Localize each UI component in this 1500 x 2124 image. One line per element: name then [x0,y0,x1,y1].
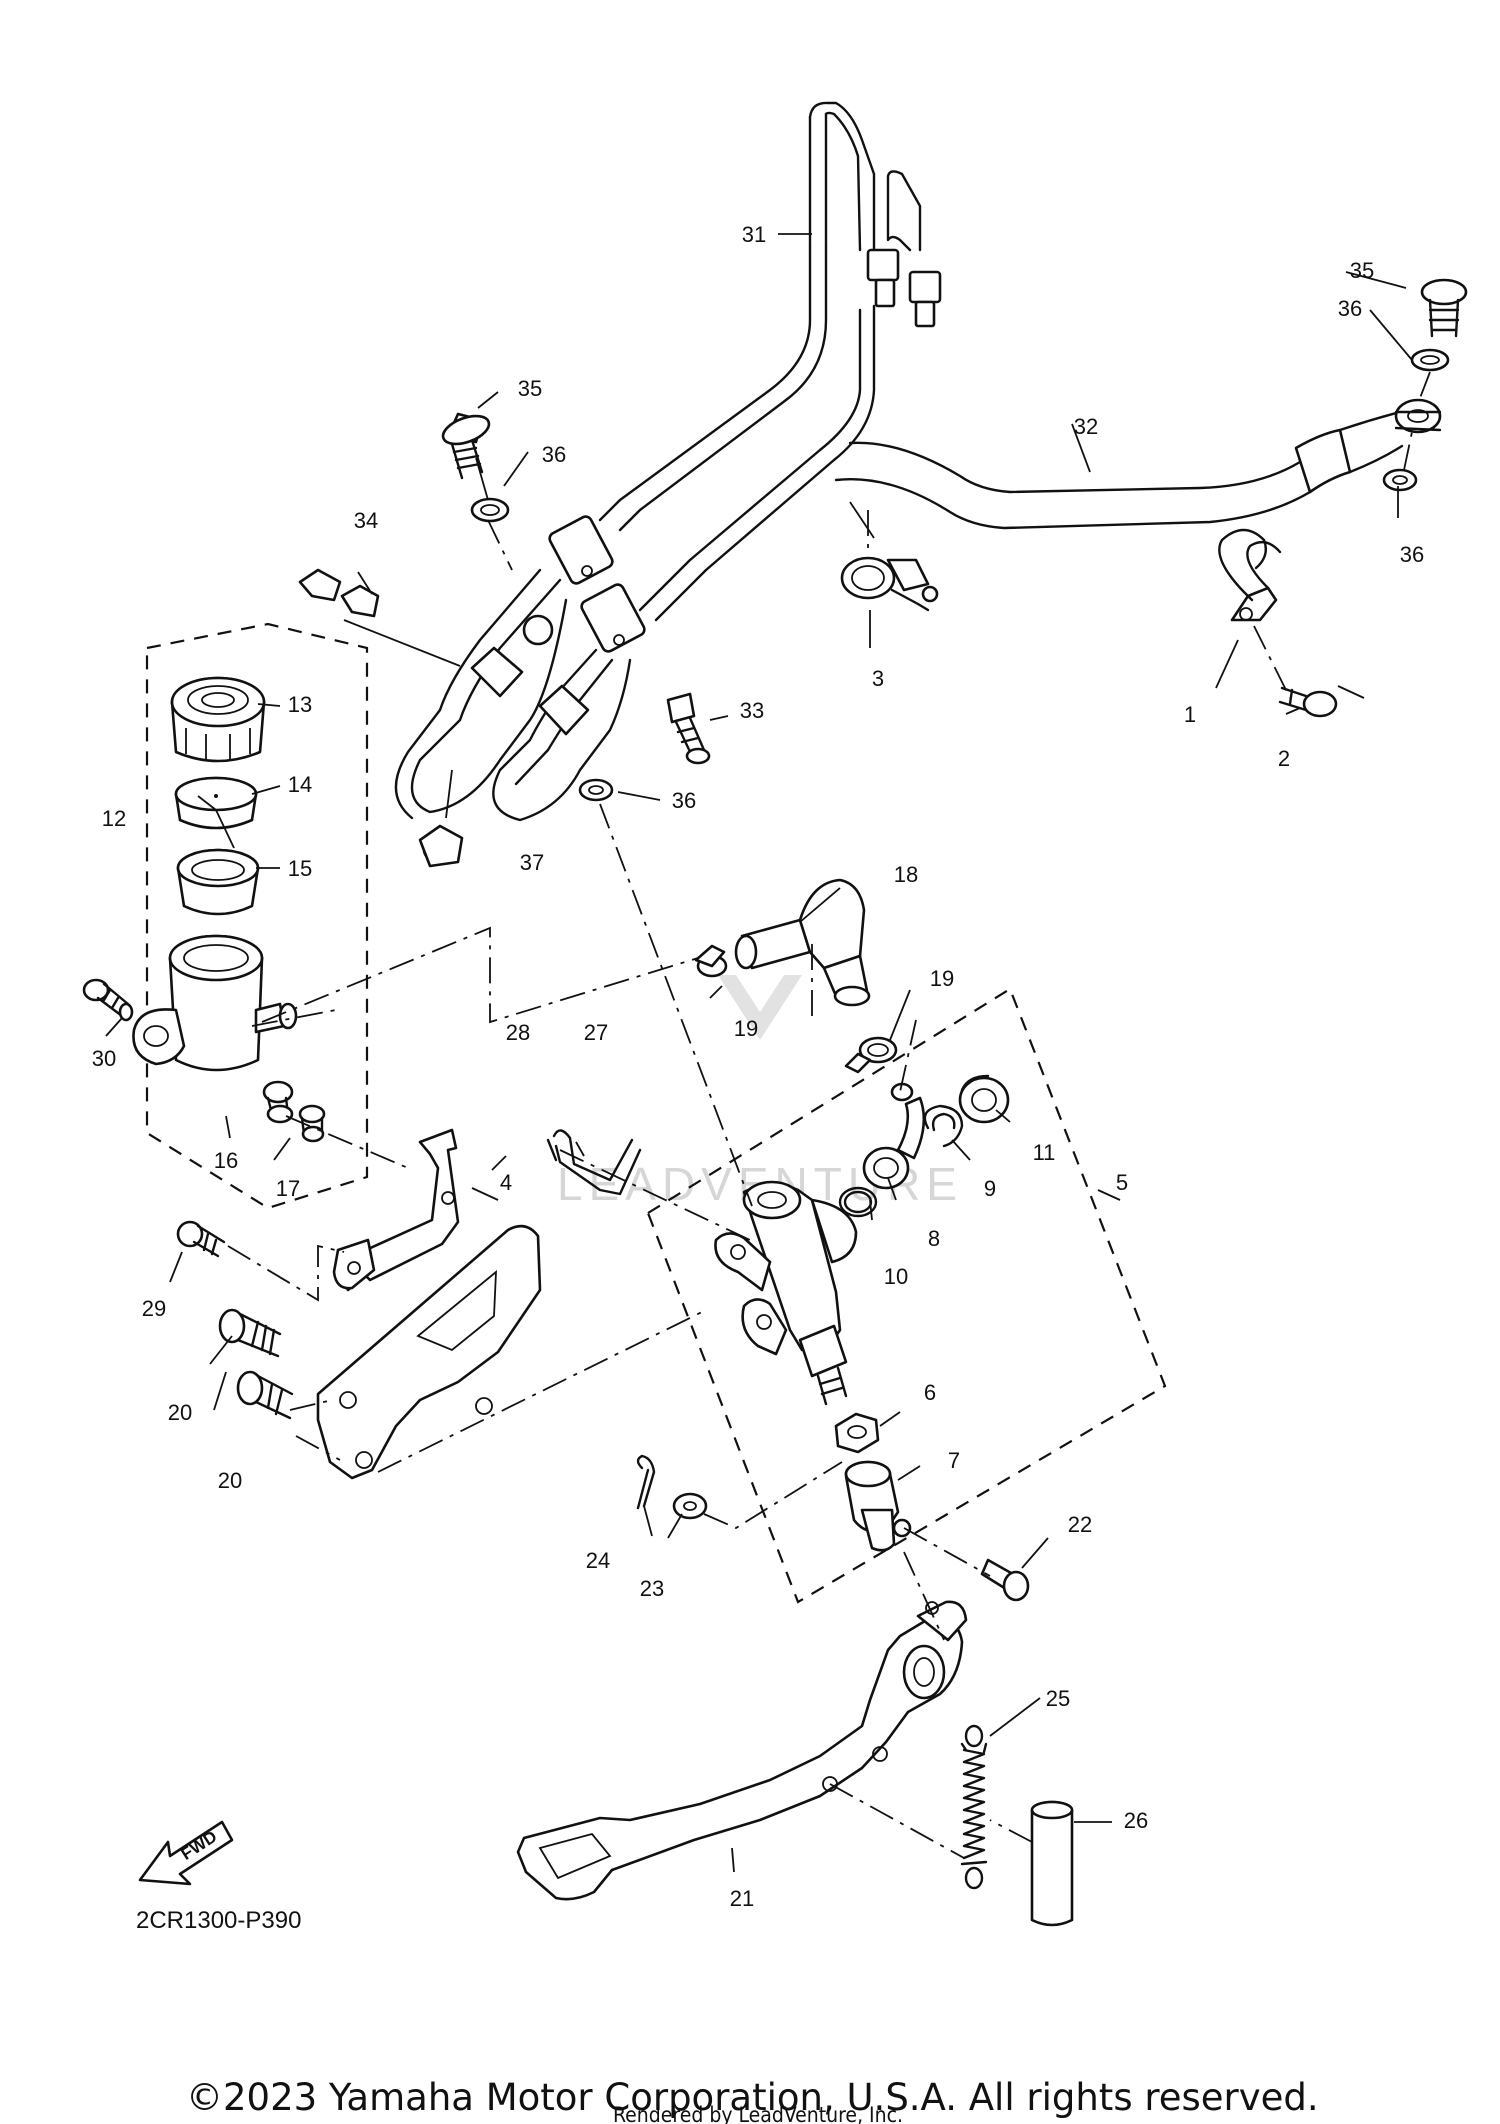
joint-17 [298,1104,326,1143]
clevis-pin-22 [980,1558,1030,1602]
callout-labels: 1 2 3 4 5 6 7 8 9 10 11 12 13 14 15 16 1… [92,222,1424,1911]
callout-20-upper: 20 [168,1400,192,1425]
brake-hose-left [394,246,876,822]
joint-clevis-7 [844,1460,912,1552]
bolt-2 [1278,686,1338,718]
return-spring-25 [960,1724,988,1890]
master-cylinder-group-box [145,622,369,1210]
callout-23: 23 [640,1576,664,1601]
callout-28: 28 [506,1020,530,1045]
hose-guide-27 [546,1129,642,1196]
callout-4: 4 [500,1170,512,1195]
callout-20-lower: 20 [218,1468,242,1493]
callout-5: 5 [1116,1170,1128,1195]
callout-2: 2 [1278,746,1290,771]
diagram-code: 2CR1300-P390 [136,1907,301,1934]
callout-32: 32 [1074,414,1098,439]
callout-21: 21 [730,1886,754,1911]
callout-30: 30 [92,1046,116,1071]
banjo-bolt-35-left [441,412,491,480]
nut-6 [834,1412,880,1454]
callout-6: 6 [924,1380,936,1405]
diaphragm-holder-14 [174,776,258,830]
master-cylinder-body-5 [714,1180,858,1406]
banjo-bolt-35-right [1420,278,1468,338]
hose-clamp-19-lower [844,1036,898,1074]
callout-37: 37 [520,850,544,875]
callout-27: 27 [584,1020,608,1045]
grommet-34 [298,568,380,618]
callout-10: 10 [884,1264,908,1289]
reservoir-cap-13 [170,676,266,763]
callout-17: 17 [276,1176,300,1201]
callout-26: 26 [1124,1808,1148,1833]
bracket-28 [332,1128,460,1292]
hose-joint-8 [862,1082,926,1190]
hose-clamp-19-upper [694,944,728,978]
grommet-16 [262,1080,294,1124]
reservoir-hose-18 [734,878,871,1007]
bolt-33 [666,692,711,765]
callout-22: 22 [1068,1512,1092,1537]
callout-15: 15 [288,856,312,881]
callout-25: 25 [1046,1686,1070,1711]
pedal-sleeve-26 [1030,1800,1074,1927]
bolt-20-upper [218,1308,282,1358]
brake-hose-32 [834,398,1442,530]
diaphragm-15 [176,848,260,916]
rendered-by-text: Rendered by LeadVenture, Inc. [613,2103,903,2124]
callout-9: 9 [984,1176,996,1201]
callout-35-left: 35 [518,376,542,401]
callout-29: 29 [142,1296,166,1321]
callout-8: 8 [928,1226,940,1251]
brake-pipe-31 [808,101,942,328]
hose-clamp-3 [840,556,939,612]
callout-14: 14 [288,772,312,797]
callout-36-center: 36 [672,788,696,813]
cotter-pin-24 [636,1454,656,1510]
callout-36-right-upper: 36 [1338,296,1362,321]
callout-36-right-lower: 36 [1400,542,1424,567]
callout-16: 16 [214,1148,238,1173]
callout-36-left: 36 [542,442,566,467]
callout-1: 1 [1184,702,1196,727]
rear-master-assembly-group-box [646,987,1167,1604]
clamp-37 [418,824,464,868]
washer-23 [672,1492,708,1520]
reservoir-tank-12 [132,934,298,1072]
callout-13: 13 [288,692,312,717]
bolt-30 [82,978,134,1022]
callout-24: 24 [586,1548,610,1573]
callout-18: 18 [894,862,918,887]
callout-12: 12 [102,806,126,831]
callout-31: 31 [742,222,766,247]
copper-washer-36 [470,348,1450,802]
footrest-bracket-4 [316,1224,542,1480]
copyright-text: ©2023 Yamaha Motor Corporation, U.S.A. A… [186,2076,1319,2119]
fwd-arrow-icon: FWD [138,1820,234,1886]
callout-34: 34 [354,508,378,533]
callout-19-lower: 19 [930,966,954,991]
bolt-20-lower [236,1370,294,1420]
brake-pedal-21 [516,1600,968,1901]
hose-guide-1 [1218,528,1282,622]
circlip-9 [923,1104,964,1148]
leader-lines [105,233,1431,1873]
callout-33: 33 [740,698,764,723]
callout-19-upper: 19 [734,1016,758,1041]
callout-11: 11 [1033,1140,1056,1165]
callout-7: 7 [948,1448,960,1473]
callout-35-right: 35 [1350,258,1374,283]
callout-3: 3 [872,666,884,691]
bolt-29 [176,1220,226,1258]
